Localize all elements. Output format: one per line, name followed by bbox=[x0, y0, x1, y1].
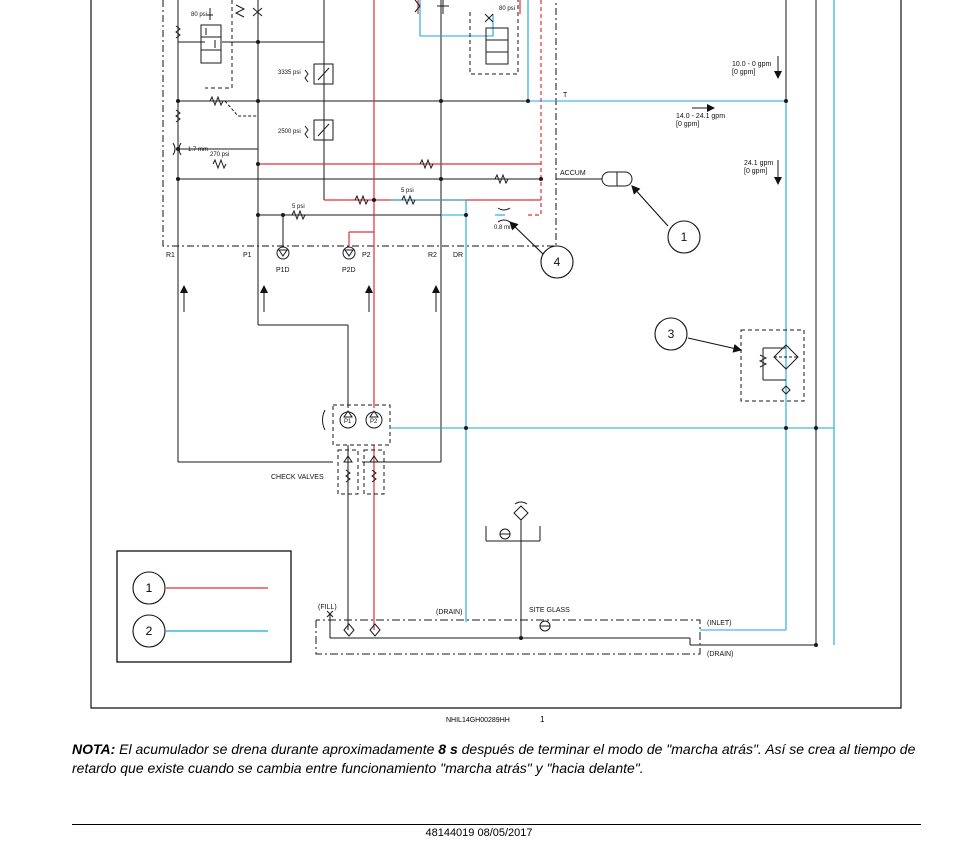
note-bold-value: 8 s bbox=[438, 741, 458, 757]
note-text-after: después de terminar el modo de "marcha a… bbox=[72, 741, 916, 776]
label-flow-low: 24.1 gpm bbox=[744, 160, 773, 167]
label-flow-mid-sub: [0 gpm] bbox=[676, 121, 699, 128]
label-drain-out: (DRAIN) bbox=[707, 651, 733, 658]
callout-4-circle bbox=[540, 245, 574, 279]
figure-number: 1 bbox=[540, 715, 545, 724]
label-pump-p1: P1 bbox=[344, 419, 352, 425]
callout-3-circle bbox=[654, 317, 688, 351]
label-flow-top-sub: [0 gpm] bbox=[732, 69, 755, 76]
label-3335psi: 3335 psi bbox=[278, 70, 301, 76]
label-orifice-0-8mm: 0.8 mm bbox=[494, 225, 514, 231]
hydraulic-schematic: 1 4 3 80 psi 80 psi 3335 psi 2500 psi 1.… bbox=[90, 0, 902, 724]
label-270psi: 270 psi bbox=[210, 152, 229, 158]
label-5psi-a: 5 psi bbox=[292, 204, 305, 210]
footer-rule bbox=[72, 824, 921, 825]
label-orifice-1-7mm: 1.7 mm bbox=[188, 147, 208, 153]
label-5psi-b: 5 psi bbox=[401, 188, 414, 194]
legend: 1 2 bbox=[116, 550, 292, 663]
note-text-before: El acumulador se drena durante aproximad… bbox=[115, 741, 439, 757]
callout-4: 4 bbox=[554, 255, 561, 269]
callout-1-circle bbox=[667, 220, 701, 254]
label-r1: R1 bbox=[166, 252, 175, 259]
label-site-glass: SITE GLASS bbox=[529, 607, 570, 614]
callout-1: 1 bbox=[681, 230, 688, 244]
label-t-port: T bbox=[563, 92, 568, 99]
label-80psi-right: 80 psi bbox=[499, 6, 515, 12]
note-label: NOTA: bbox=[72, 741, 116, 757]
label-inlet: (INLET) bbox=[707, 620, 732, 627]
legend-2-number: 2 bbox=[146, 624, 153, 638]
label-fill: (FILL) bbox=[318, 604, 337, 611]
label-p2: P2 bbox=[362, 252, 371, 259]
label-accum: ACCUM bbox=[560, 170, 586, 177]
figure-frame bbox=[90, 0, 902, 709]
figure-ref: NHIL14GH00289HH bbox=[446, 717, 510, 724]
valve-block-boundary bbox=[162, 0, 557, 247]
label-p1: P1 bbox=[243, 252, 252, 259]
footer-doc-id: 48144019 08/05/2017 bbox=[425, 827, 533, 839]
callout-3: 3 bbox=[668, 327, 675, 341]
label-pump-p2: P2 bbox=[370, 419, 378, 425]
label-dr: DR bbox=[453, 252, 463, 259]
label-flow-mid: 14.0 - 24.1 gpm bbox=[676, 113, 725, 120]
legend-1-number: 1 bbox=[146, 581, 153, 595]
note-paragraph: NOTA: El acumulador se drena durante apr… bbox=[72, 740, 932, 778]
label-2500psi: 2500 psi bbox=[278, 129, 301, 135]
label-p1d: P1D bbox=[276, 267, 290, 274]
label-p2d: P2D bbox=[342, 267, 356, 274]
label-drain-tank: (DRAIN) bbox=[436, 609, 462, 616]
label-r2: R2 bbox=[428, 252, 437, 259]
label-flow-low-sub: [0 gpm] bbox=[744, 168, 767, 175]
label-80psi-left: 80 psi bbox=[191, 12, 207, 18]
label-flow-top: 10.0 - 0 gpm bbox=[732, 61, 771, 68]
label-check-valves: CHECK VALVES bbox=[271, 474, 324, 481]
